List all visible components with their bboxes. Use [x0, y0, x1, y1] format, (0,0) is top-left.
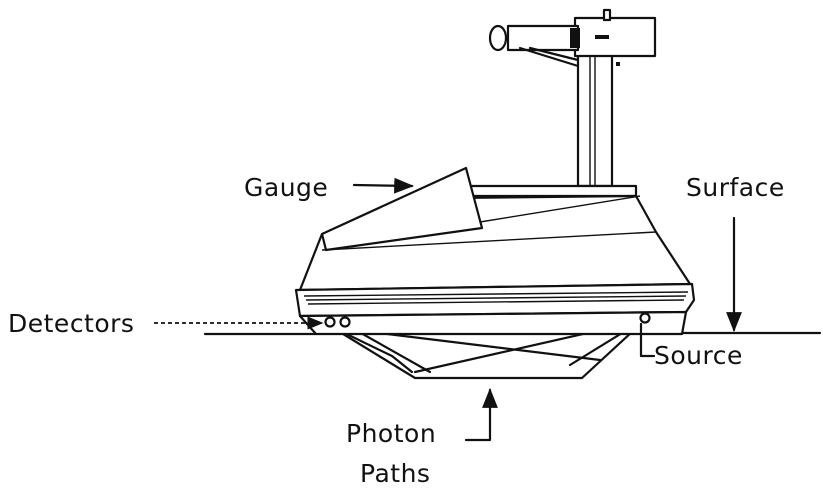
source-label: Source [654, 341, 743, 370]
detector-2 [339, 316, 351, 328]
detector-1 [324, 316, 336, 328]
gauge-body [294, 166, 696, 336]
gauge-label: Gauge [244, 173, 328, 202]
gauge-arrow [352, 177, 414, 194]
ground-surface [203, 331, 822, 336]
photon-paths-arrow [464, 388, 498, 442]
source-leader [639, 322, 656, 358]
photon-label-line1: Photon [346, 419, 436, 448]
gauge-handle [488, 8, 657, 188]
surface-label: Surface [686, 173, 785, 202]
radiation-source [639, 312, 651, 324]
photon-label-line2: Paths [360, 459, 430, 488]
detectors-label: Detectors [8, 309, 134, 338]
